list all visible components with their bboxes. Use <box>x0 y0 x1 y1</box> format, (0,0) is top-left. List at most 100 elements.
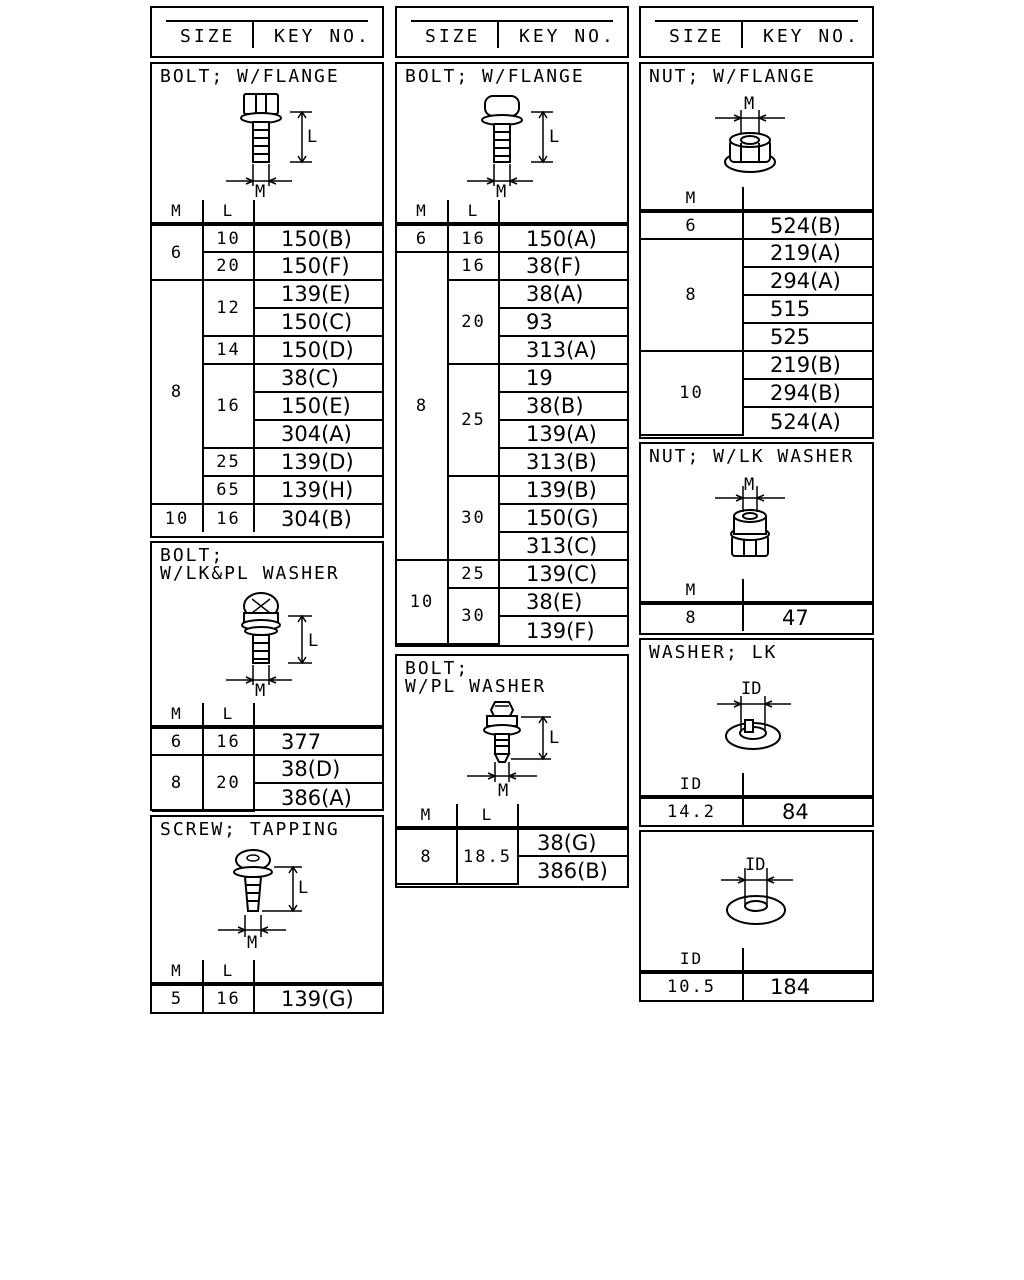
cell-m: 8 <box>152 279 204 505</box>
cell-key-no: 139(H) <box>253 475 382 505</box>
cell-l: 12 <box>202 279 255 337</box>
col-header-key <box>742 948 872 974</box>
panel-title: NUT; W/LK WASHER <box>649 446 855 467</box>
cell-key-no: 304(B) <box>253 503 382 532</box>
cell-key-no: 38(G) <box>517 827 627 857</box>
cell-m: 6 <box>152 726 204 756</box>
cell-key-no: 184 <box>742 971 872 1000</box>
header-size-label: SIZE <box>425 26 481 47</box>
cell-key-no: 150(F) <box>253 251 382 281</box>
cell-key-no: 150(B) <box>253 223 382 253</box>
col-header-m: M <box>641 579 744 605</box>
cell-l: 25 <box>447 559 500 589</box>
col-header-l: L <box>202 703 255 729</box>
panel-title: BOLT; W/PL WASHER <box>405 658 547 697</box>
cell-key-no: 38(F) <box>498 251 627 281</box>
cell-l: 65 <box>203 475 255 505</box>
col-header-m: M <box>152 703 204 729</box>
cell-id: 10.5 <box>641 971 744 1000</box>
cell-key-no: 304(A) <box>254 419 382 449</box>
cell-key-no: 139(E) <box>253 279 382 309</box>
cell-m: 6 <box>641 210 744 240</box>
cell-l: 16 <box>202 503 255 532</box>
cell-l: 16 <box>203 363 255 449</box>
header-size-label: SIZE <box>669 26 725 47</box>
cell-key-no: 313(A) <box>499 335 627 365</box>
cell-key-no: 19 <box>498 363 627 393</box>
cell-key-no: 313(C) <box>499 531 627 561</box>
cell-m: 8 <box>641 602 744 631</box>
cell-key-no: 139(A) <box>499 419 627 449</box>
header-col3: SIZE KEY NO. <box>639 6 874 58</box>
cell-l: 25 <box>203 447 255 477</box>
dim-id-label: ID <box>745 855 765 875</box>
cell-key-no: 139(F) <box>499 615 627 644</box>
col-header-key <box>742 187 872 213</box>
cell-key-no: 150(E) <box>254 391 382 421</box>
cell-key-no: 139(B) <box>498 475 627 505</box>
cell-l: 16 <box>447 251 500 281</box>
dim-l-label: L <box>549 728 559 748</box>
cell-key-no: 294(A) <box>743 266 872 296</box>
col-header-key <box>253 703 382 729</box>
cell-l: 20 <box>202 754 255 812</box>
col-header-l: L <box>456 804 519 830</box>
header-key-no-label: KEY NO. <box>519 26 616 47</box>
panel-title: WASHER; LK <box>649 642 778 663</box>
cell-key-no: 38(D) <box>253 754 382 784</box>
col-header-m: M <box>152 960 204 986</box>
col-header-l: L <box>202 960 255 986</box>
cell-m: 8 <box>152 754 204 812</box>
cell-key-no: 150(D) <box>253 335 382 365</box>
cell-l: 10 <box>202 223 255 253</box>
cell-l: 16 <box>447 223 500 253</box>
cell-key-no: 386(A) <box>254 782 382 811</box>
col-header-key <box>742 579 872 605</box>
cell-l: 16 <box>202 983 255 1012</box>
header-col2: SIZE KEY NO. <box>395 6 629 58</box>
cell-l: 30 <box>448 475 500 561</box>
col-header-id: ID <box>641 773 744 799</box>
cell-key-no: 313(B) <box>499 447 627 477</box>
cell-key-no: 515 <box>743 294 872 324</box>
cell-m: 10 <box>641 350 744 436</box>
col-header-m: M <box>397 804 458 830</box>
lk-washer-nut-figure: M <box>715 475 785 557</box>
cell-key-no: 377 <box>253 726 382 756</box>
col-header-key <box>517 804 627 830</box>
dim-m-label: M <box>496 182 506 202</box>
dim-m-label: M <box>255 182 265 202</box>
col-header-l: L <box>447 200 500 226</box>
cell-l: 30 <box>448 587 500 645</box>
dim-m-label: M <box>255 681 265 701</box>
col-header-m: M <box>397 200 449 226</box>
cell-id: 14.2 <box>641 796 744 825</box>
cell-l: 25 <box>448 363 500 477</box>
cell-key-no: 219(B) <box>742 350 872 380</box>
cell-key-no: 47 <box>742 602 872 631</box>
cell-key-no: 386(B) <box>518 855 627 884</box>
header-divider <box>252 20 254 48</box>
header-key-no-label: KEY NO. <box>763 26 860 47</box>
cell-key-no: 38(C) <box>253 363 382 393</box>
cell-l: 20 <box>203 251 255 281</box>
col-header-id: ID <box>641 948 744 974</box>
cell-key-no: 294(B) <box>743 378 872 408</box>
cell-key-no: 38(E) <box>498 587 627 617</box>
cell-key-no: 38(A) <box>498 279 627 309</box>
cell-key-no: 150(G) <box>499 503 627 533</box>
cell-m: 8 <box>641 238 744 352</box>
